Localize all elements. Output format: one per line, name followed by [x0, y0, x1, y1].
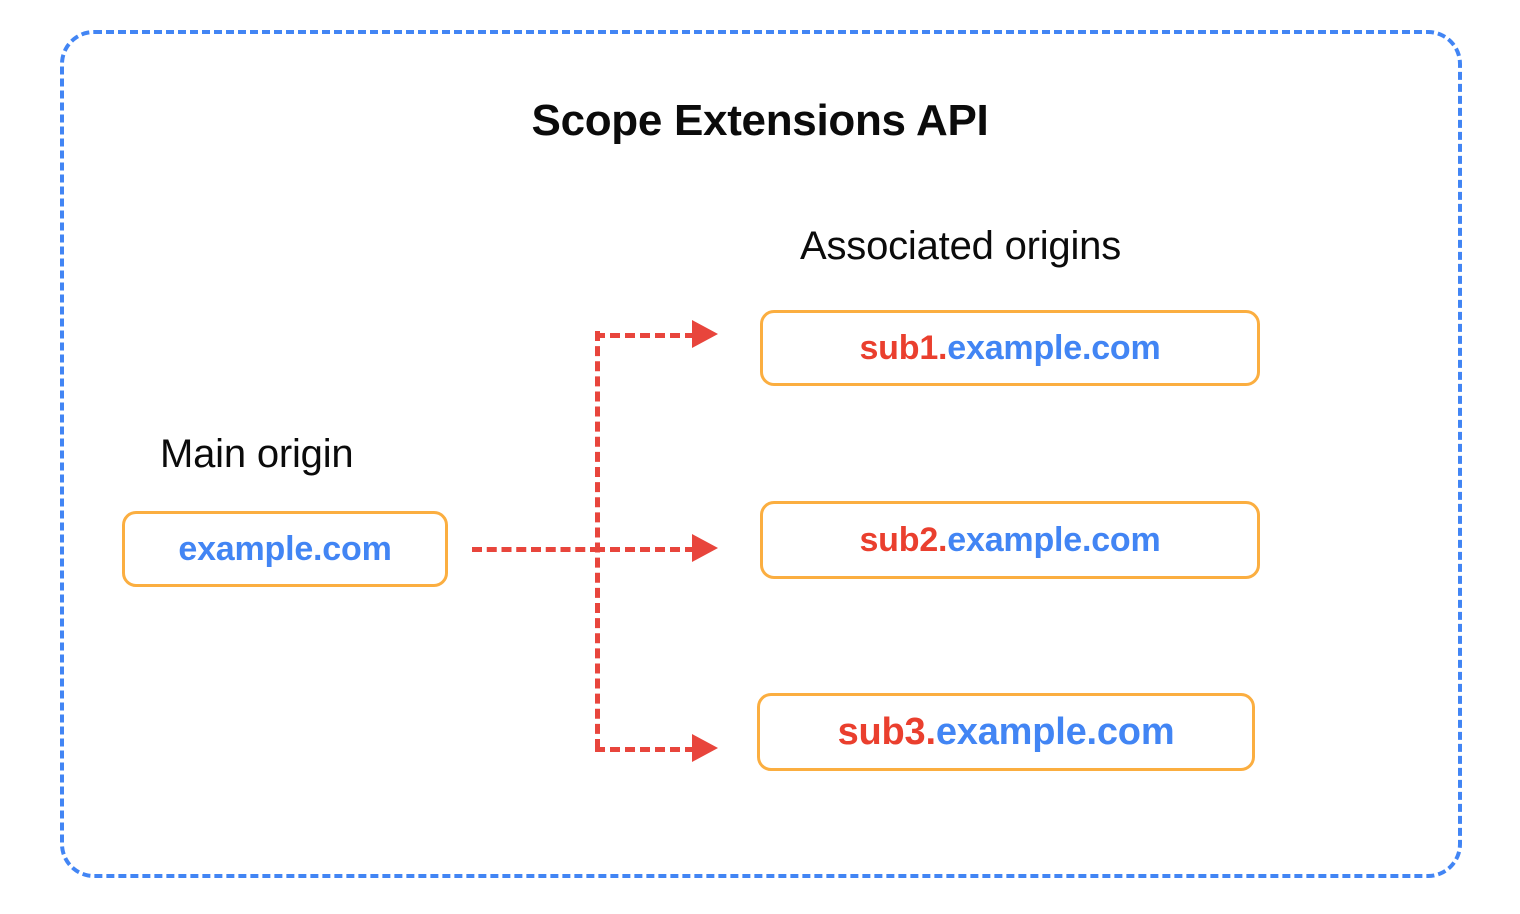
arrow-head-sub2-icon — [692, 534, 718, 562]
connector-trunk — [595, 331, 600, 749]
associated-origin-box-sub3: sub3.example.com — [757, 693, 1255, 771]
sub1-domain: example.com — [947, 328, 1161, 367]
associated-origins-label: Associated origins — [800, 224, 1122, 268]
sub2-domain: example.com — [947, 520, 1161, 559]
sub3-domain: example.com — [935, 710, 1175, 753]
connector-branch-sub1 — [595, 333, 695, 338]
main-origin-label: Main origin — [160, 432, 354, 476]
connector-branch-sub3 — [595, 747, 695, 752]
arrow-head-sub3-icon — [692, 734, 718, 762]
associated-origin-text-sub3: sub3.example.com — [838, 711, 1175, 754]
associated-origin-text-sub1: sub1.example.com — [859, 329, 1160, 368]
sub3-subdomain: sub3. — [837, 710, 936, 753]
arrow-head-sub1-icon — [692, 320, 718, 348]
main-origin-text: example.com — [178, 530, 391, 569]
scope-extensions-frame — [60, 30, 1462, 878]
page-title: Scope Extensions API — [531, 96, 989, 145]
associated-origin-box-sub1: sub1.example.com — [760, 310, 1260, 386]
sub1-subdomain: sub1. — [859, 328, 948, 367]
associated-origin-text-sub2: sub2.example.com — [859, 521, 1160, 560]
associated-origin-box-sub2: sub2.example.com — [760, 501, 1260, 579]
connector-stem — [472, 547, 600, 552]
main-origin-box: example.com — [122, 511, 448, 587]
main-origin-domain: example.com — [178, 529, 392, 568]
connector-branch-sub2 — [595, 547, 695, 552]
sub2-subdomain: sub2. — [859, 520, 948, 559]
